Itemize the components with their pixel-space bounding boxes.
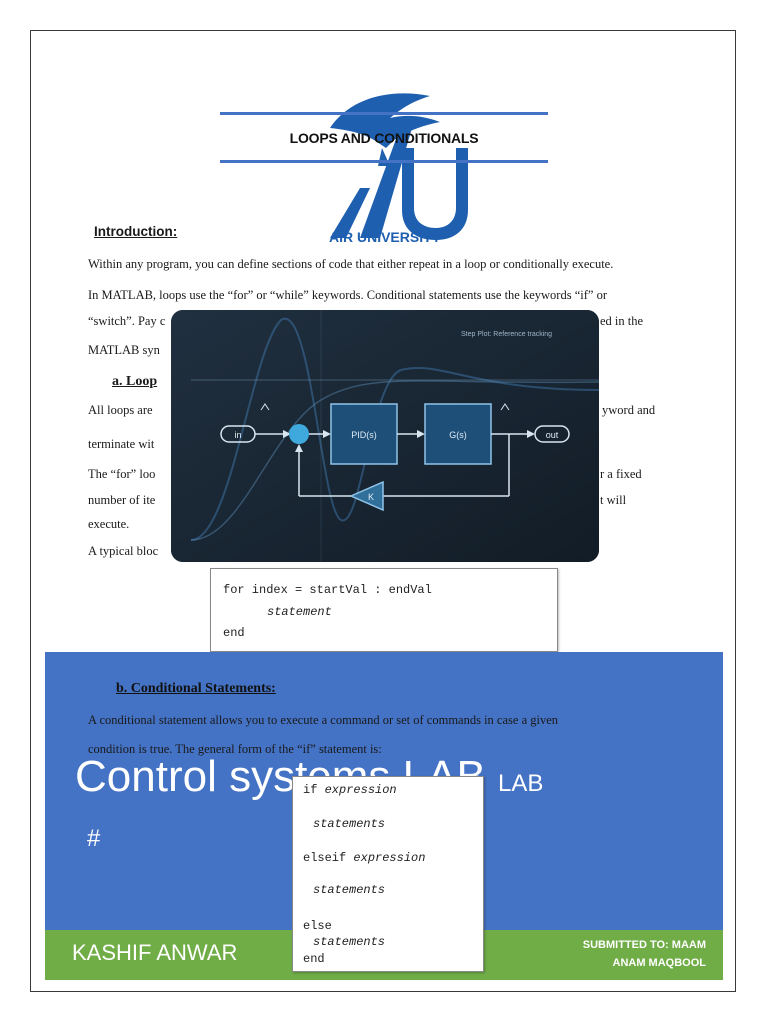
- if-code-line-6: statements: [313, 935, 386, 949]
- author-name: KASHIF ANWAR: [72, 940, 238, 965]
- intro-line-3-tail: ed in the: [600, 314, 644, 328]
- for-line-1-tail: r a fixed: [600, 467, 642, 481]
- submitted-to: SUBMITTED TO: MAAM ANAM MAQBOOL: [526, 936, 706, 972]
- diagram-out-label: out: [546, 430, 559, 440]
- intro-line-2: In MATLAB, loops use the “for” or “while…: [88, 288, 607, 302]
- for-code-line-2: statement: [267, 605, 332, 619]
- intro-heading: Introduction:: [94, 224, 178, 239]
- block-diagram-image: Step Plot: Reference tracking in PID(s) …: [171, 310, 599, 562]
- for-code-line-1: for index = startVal : endVal: [223, 583, 432, 597]
- for-code-line-3: end: [223, 626, 245, 640]
- loops-line-1-tail: yword and: [602, 403, 656, 417]
- cover-title-small: LAB: [498, 770, 544, 797]
- if-code-line-2: statements: [313, 817, 386, 831]
- submitted-line-1: SUBMITTED TO: MAAM: [582, 939, 706, 951]
- diagram-caption: Step Plot: Reference tracking: [461, 331, 552, 338]
- plant-block: [424, 403, 492, 465]
- summing-junction: [289, 424, 309, 444]
- intro-line-4: MATLAB syn: [88, 343, 160, 357]
- for-line-3: execute.: [88, 517, 130, 531]
- pid-label: PID(s): [351, 430, 377, 440]
- loops-heading: a. Loop: [112, 374, 158, 389]
- air-university-logo: AIR UNIVERSITY: [329, 93, 468, 244]
- title-rule-bottom: [220, 160, 548, 163]
- document-title: LOOPS AND CONDITIONALS: [289, 130, 479, 146]
- for-line-1: The “for” loo: [88, 467, 156, 481]
- loops-line-1: All loops are: [88, 403, 153, 417]
- for-line-2: number of ite: [88, 493, 156, 507]
- pid-block: [330, 403, 398, 465]
- if-code-line-7: end: [303, 952, 325, 966]
- conditional-line-2: condition is true. The general form of t…: [88, 742, 382, 756]
- loops-line-2: terminate wit: [88, 437, 155, 451]
- if-code-line-4: statements: [313, 883, 386, 897]
- diagram-in-label: in: [234, 430, 241, 440]
- intro-line-3: “switch”. Pay c: [88, 314, 166, 328]
- page-frame: [30, 30, 736, 992]
- if-code-line-5: else: [303, 919, 332, 933]
- conditional-heading: b. Conditional Statements:: [116, 681, 276, 696]
- if-code-box: if expression statements elseif expressi…: [292, 776, 484, 972]
- intro-line-1: Within any program, you can define secti…: [88, 257, 614, 271]
- submitted-line-2: ANAM MAQBOOL: [612, 957, 707, 969]
- if-code-line-3: elseif expression: [303, 851, 426, 865]
- title-rule-top: [220, 112, 548, 115]
- plant-label: G(s): [449, 430, 467, 440]
- gain-block: [349, 480, 384, 512]
- gain-label: K: [368, 492, 374, 502]
- for-code-box: for index = startVal : endVal statement …: [210, 568, 558, 652]
- cover-lab-hash: #: [87, 825, 101, 852]
- logo-text: AIR UNIVERSITY: [329, 229, 442, 244]
- if-code-line-1: if expression: [303, 783, 397, 797]
- typical-line: A typical bloc: [88, 544, 159, 558]
- for-line-2-tail: t will: [600, 493, 627, 507]
- conditional-line-1: A conditional statement allows you to ex…: [88, 713, 559, 727]
